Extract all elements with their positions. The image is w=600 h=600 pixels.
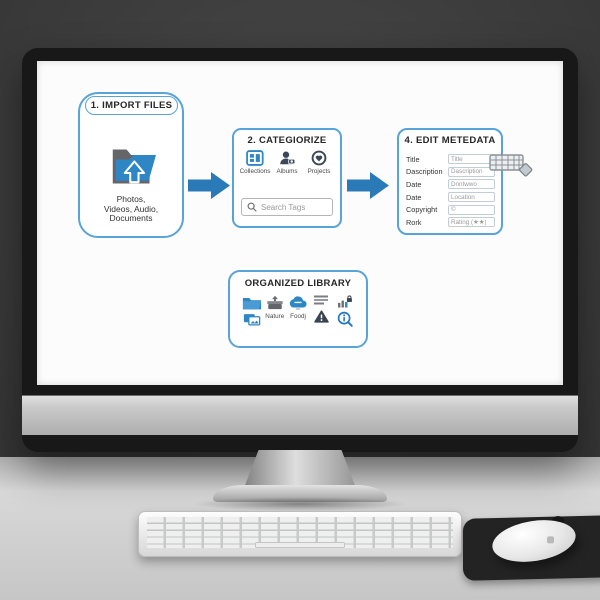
category-projects[interactable]: Projects [303,150,335,175]
category-collections[interactable]: Collections [239,150,271,175]
folder-upload-icon [112,149,156,184]
edit-metadata-title: 4. EDIT METEDATA [404,135,496,146]
food-label: Foodj [290,313,306,320]
category-albums[interactable]: Albums [271,150,303,175]
field-label: Dascription [406,167,443,177]
flow-arrow-icon [188,172,230,199]
caption-line: Photos, [116,194,146,204]
folder-icon [242,297,261,310]
text-lines-icon [314,295,329,305]
node-categorize: 2. CATEGIORIZE Collections [232,128,342,228]
search-tags-box[interactable] [241,198,333,216]
categorize-title: 2. CATEGIORIZE [247,135,327,146]
keyboard-shortcut-icon [489,154,533,177]
rating-field[interactable]: Rating (★★) [448,217,495,228]
monitor-screen: 1. IMPORT FILES Photos, Videos, Audio, D… [37,61,563,385]
metadata-form: Title Title Dascription Dascription Date… [406,153,495,229]
monitor-stand-neck [244,450,356,488]
info-search-icon[interactable] [337,311,353,327]
category-row: Collections Albums Pro [234,150,340,175]
node-edit-metadata: 4. EDIT METEDATA Title Title Dascription… [397,128,503,235]
monitor: 1. IMPORT FILES Photos, Videos, Audio, D… [22,48,578,452]
monitor-chin [22,395,578,435]
collections-label: Collections [239,168,271,175]
description-field[interactable]: Dascription [448,166,495,177]
field-label: Rork [406,217,422,227]
monitor-stand-base [213,485,387,502]
library-icons: Nature Foodj [230,295,366,327]
field-label: Title [406,154,420,164]
archive-upload-icon [267,295,283,310]
albums-label: Albums [276,168,298,175]
metadata-row: Date Dnntwwo [406,178,495,191]
library-col-food: Foodj [287,295,310,327]
field-label: Date [406,179,422,189]
field-label: Date [406,192,422,202]
library-col-stats [333,295,356,327]
projects-label: Projects [307,168,331,175]
caption-line: Videos, Audio, [103,203,159,214]
spacebar-key [254,542,346,548]
import-files-title: 1. IMPORT FILES [90,100,173,111]
cloud-icon [289,296,307,310]
field-label: Copyright [406,205,438,215]
metadata-row: Title Title [406,153,495,166]
albums-icon [280,151,296,165]
date-field[interactable]: Dnntwwo [448,179,495,190]
import-files-title-pill: 1. IMPORT FILES [85,96,178,115]
physical-keyboard [138,511,462,557]
mouse-logo [547,535,555,543]
import-files-caption: Photos, Videos, Audio, Documents [80,194,182,224]
search-tags-input[interactable] [261,202,327,212]
nature-label: Nature [265,313,285,320]
metadata-row: Date Location [406,191,495,204]
location-field[interactable]: Location [448,192,495,203]
library-col-notes [310,295,333,327]
metadata-row: Dascription Dascription [406,166,495,179]
caption-line: Documents [109,213,153,223]
metadata-row: Copyright © [406,203,495,216]
title-field[interactable]: Title [448,154,495,165]
search-icon [247,202,257,212]
copyright-field[interactable]: © [448,204,495,215]
stand-base-shadow [192,497,408,511]
library-col-nature: Nature [263,295,286,327]
collections-icon [246,150,264,166]
metadata-row: Rork Rating (★★) [406,216,495,229]
projects-icon [311,150,327,166]
flow-arrow-icon [347,172,389,199]
photos-stack-icon [243,314,260,326]
lock-chart-icon [338,295,352,308]
node-organized-library: ORGANIZED LIBRARY [228,270,368,348]
library-col-folders [240,295,263,327]
warning-icon [314,310,329,323]
organized-library-title: ORGANIZED LIBRARY [244,278,352,289]
node-import-files: 1. IMPORT FILES Photos, Videos, Audio, D… [78,92,184,238]
